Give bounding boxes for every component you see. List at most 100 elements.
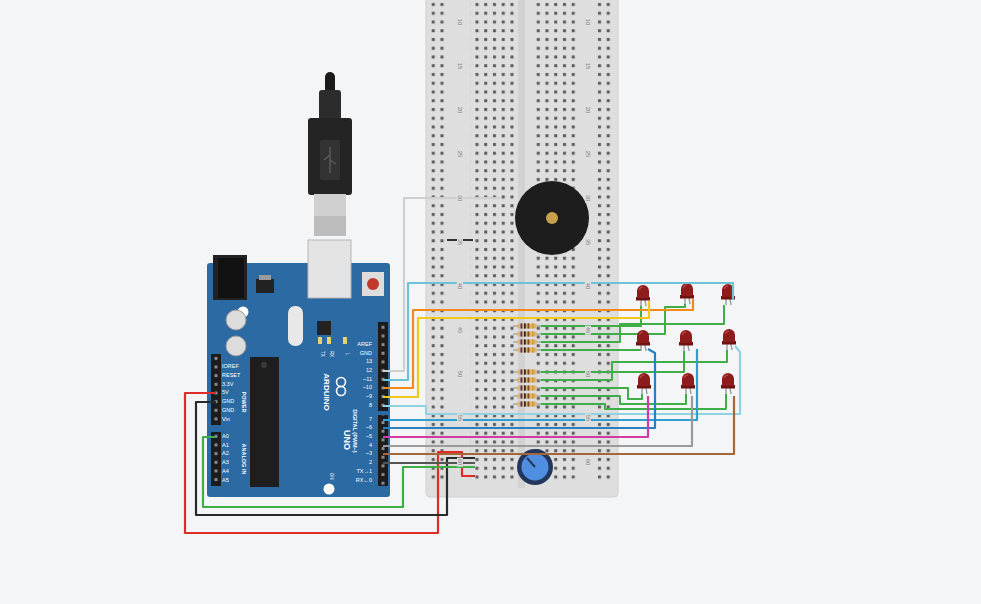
row-number: 25 xyxy=(457,150,463,159)
pin-label: A1 xyxy=(222,443,229,449)
pin-label: 13 xyxy=(366,359,372,365)
signal-wire xyxy=(383,301,649,397)
pin-label: AREF xyxy=(357,342,372,348)
analog-header-pins xyxy=(211,432,221,486)
pin-label: Vin xyxy=(222,417,230,423)
voltage-regulator xyxy=(256,279,274,293)
led-label: L xyxy=(345,353,350,356)
row-number: 20 xyxy=(585,106,591,115)
signal-wire xyxy=(383,346,740,414)
resistor-symbol xyxy=(513,323,541,328)
red-led xyxy=(722,329,736,350)
pin-label: 2 xyxy=(369,460,372,466)
pin-label: 5V xyxy=(222,390,229,396)
jumper-wire xyxy=(541,394,726,409)
row-number: 30 xyxy=(585,194,591,203)
power-header-pins xyxy=(211,354,221,425)
pin-label: ~10 xyxy=(363,385,372,391)
pin-label: A0 xyxy=(222,434,229,440)
arduino-logo xyxy=(337,387,346,396)
signal-wire xyxy=(383,349,655,428)
signal-wire xyxy=(383,283,733,380)
pin-label: GND xyxy=(360,351,372,357)
pin-label: 3.3V xyxy=(222,382,233,388)
row-number: 10 xyxy=(585,18,591,27)
resistor-symbol xyxy=(513,401,541,406)
pin-label: 4 xyxy=(369,443,372,449)
pin-label: IOREF xyxy=(222,364,239,370)
pin-label: 7 xyxy=(369,417,372,423)
usb-symbol xyxy=(324,147,336,173)
usb-port xyxy=(308,240,351,298)
usb-metal xyxy=(314,194,346,236)
breadboard-body xyxy=(426,0,618,497)
signal-wire xyxy=(383,198,500,371)
header-label: ANALOG IN xyxy=(240,444,246,475)
row-number: 60 xyxy=(457,458,463,467)
row-number: 55 xyxy=(585,414,591,423)
pin-label: ~11 xyxy=(363,377,372,383)
regulator-tab xyxy=(259,275,271,280)
row-number: 40 xyxy=(457,282,463,291)
power-rail-holes xyxy=(429,0,447,482)
signal-wire xyxy=(383,349,697,420)
usb-metal-shade xyxy=(314,216,346,236)
red-led xyxy=(679,330,693,351)
pin-label: GND xyxy=(222,408,234,414)
row-number: 50 xyxy=(585,370,591,379)
pin-label: RX←0 xyxy=(356,478,372,484)
mounting-hole xyxy=(324,484,335,495)
pin-label: ~5 xyxy=(366,434,372,440)
usb-chip xyxy=(317,321,331,335)
row-number: 30 xyxy=(457,194,463,203)
pin-label: TX→1 xyxy=(356,469,372,475)
resistor-symbol xyxy=(513,339,541,344)
pin-label: A5 xyxy=(222,478,229,484)
buzzer-center xyxy=(546,212,558,224)
status-led xyxy=(327,337,331,344)
potentiometer-knob xyxy=(522,454,549,481)
row-number: 25 xyxy=(585,150,591,159)
signal-wire xyxy=(383,396,648,437)
row-number: 10 xyxy=(457,18,463,27)
digital-header-pins xyxy=(378,415,388,486)
model-label: UNO xyxy=(342,430,351,450)
jumper-wire xyxy=(541,349,641,351)
red-led xyxy=(636,330,650,351)
pin-label: RESET xyxy=(222,373,240,379)
red-led xyxy=(681,373,695,394)
pin-label: A3 xyxy=(222,460,229,466)
capacitor xyxy=(226,336,246,356)
led-label: RX xyxy=(329,351,334,357)
row-number: 50 xyxy=(457,370,463,379)
jumper-wire xyxy=(541,350,727,380)
pin-label: ~3 xyxy=(366,451,372,457)
breadboard: 1010151520202525303035354040454550505555… xyxy=(426,0,618,497)
row-number: 35 xyxy=(585,238,591,247)
chip-notch xyxy=(261,362,267,368)
row-number: 15 xyxy=(585,62,591,71)
signal-wire xyxy=(383,396,692,446)
red-led xyxy=(637,373,651,394)
jumper-wire xyxy=(541,388,642,399)
digital-header xyxy=(378,415,388,486)
pin-label: 8 xyxy=(369,403,372,409)
terminal-holes xyxy=(470,0,514,482)
row-number: 45 xyxy=(457,326,463,335)
row-number: 20 xyxy=(457,106,463,115)
header-label: DIGITAL (PWM~) xyxy=(351,409,357,452)
signal-wire xyxy=(383,396,734,454)
resistor-symbol xyxy=(513,331,541,336)
pin-label: ~6 xyxy=(366,425,372,431)
reset-cap xyxy=(367,278,379,290)
row-number: 40 xyxy=(585,282,591,291)
crystal xyxy=(288,306,303,346)
pin-label: 12 xyxy=(366,368,372,374)
resistor-symbol xyxy=(513,393,541,398)
red-led xyxy=(721,373,735,394)
jumper-wire xyxy=(541,394,686,404)
arduino-logo xyxy=(337,378,346,387)
power-header xyxy=(211,354,221,425)
